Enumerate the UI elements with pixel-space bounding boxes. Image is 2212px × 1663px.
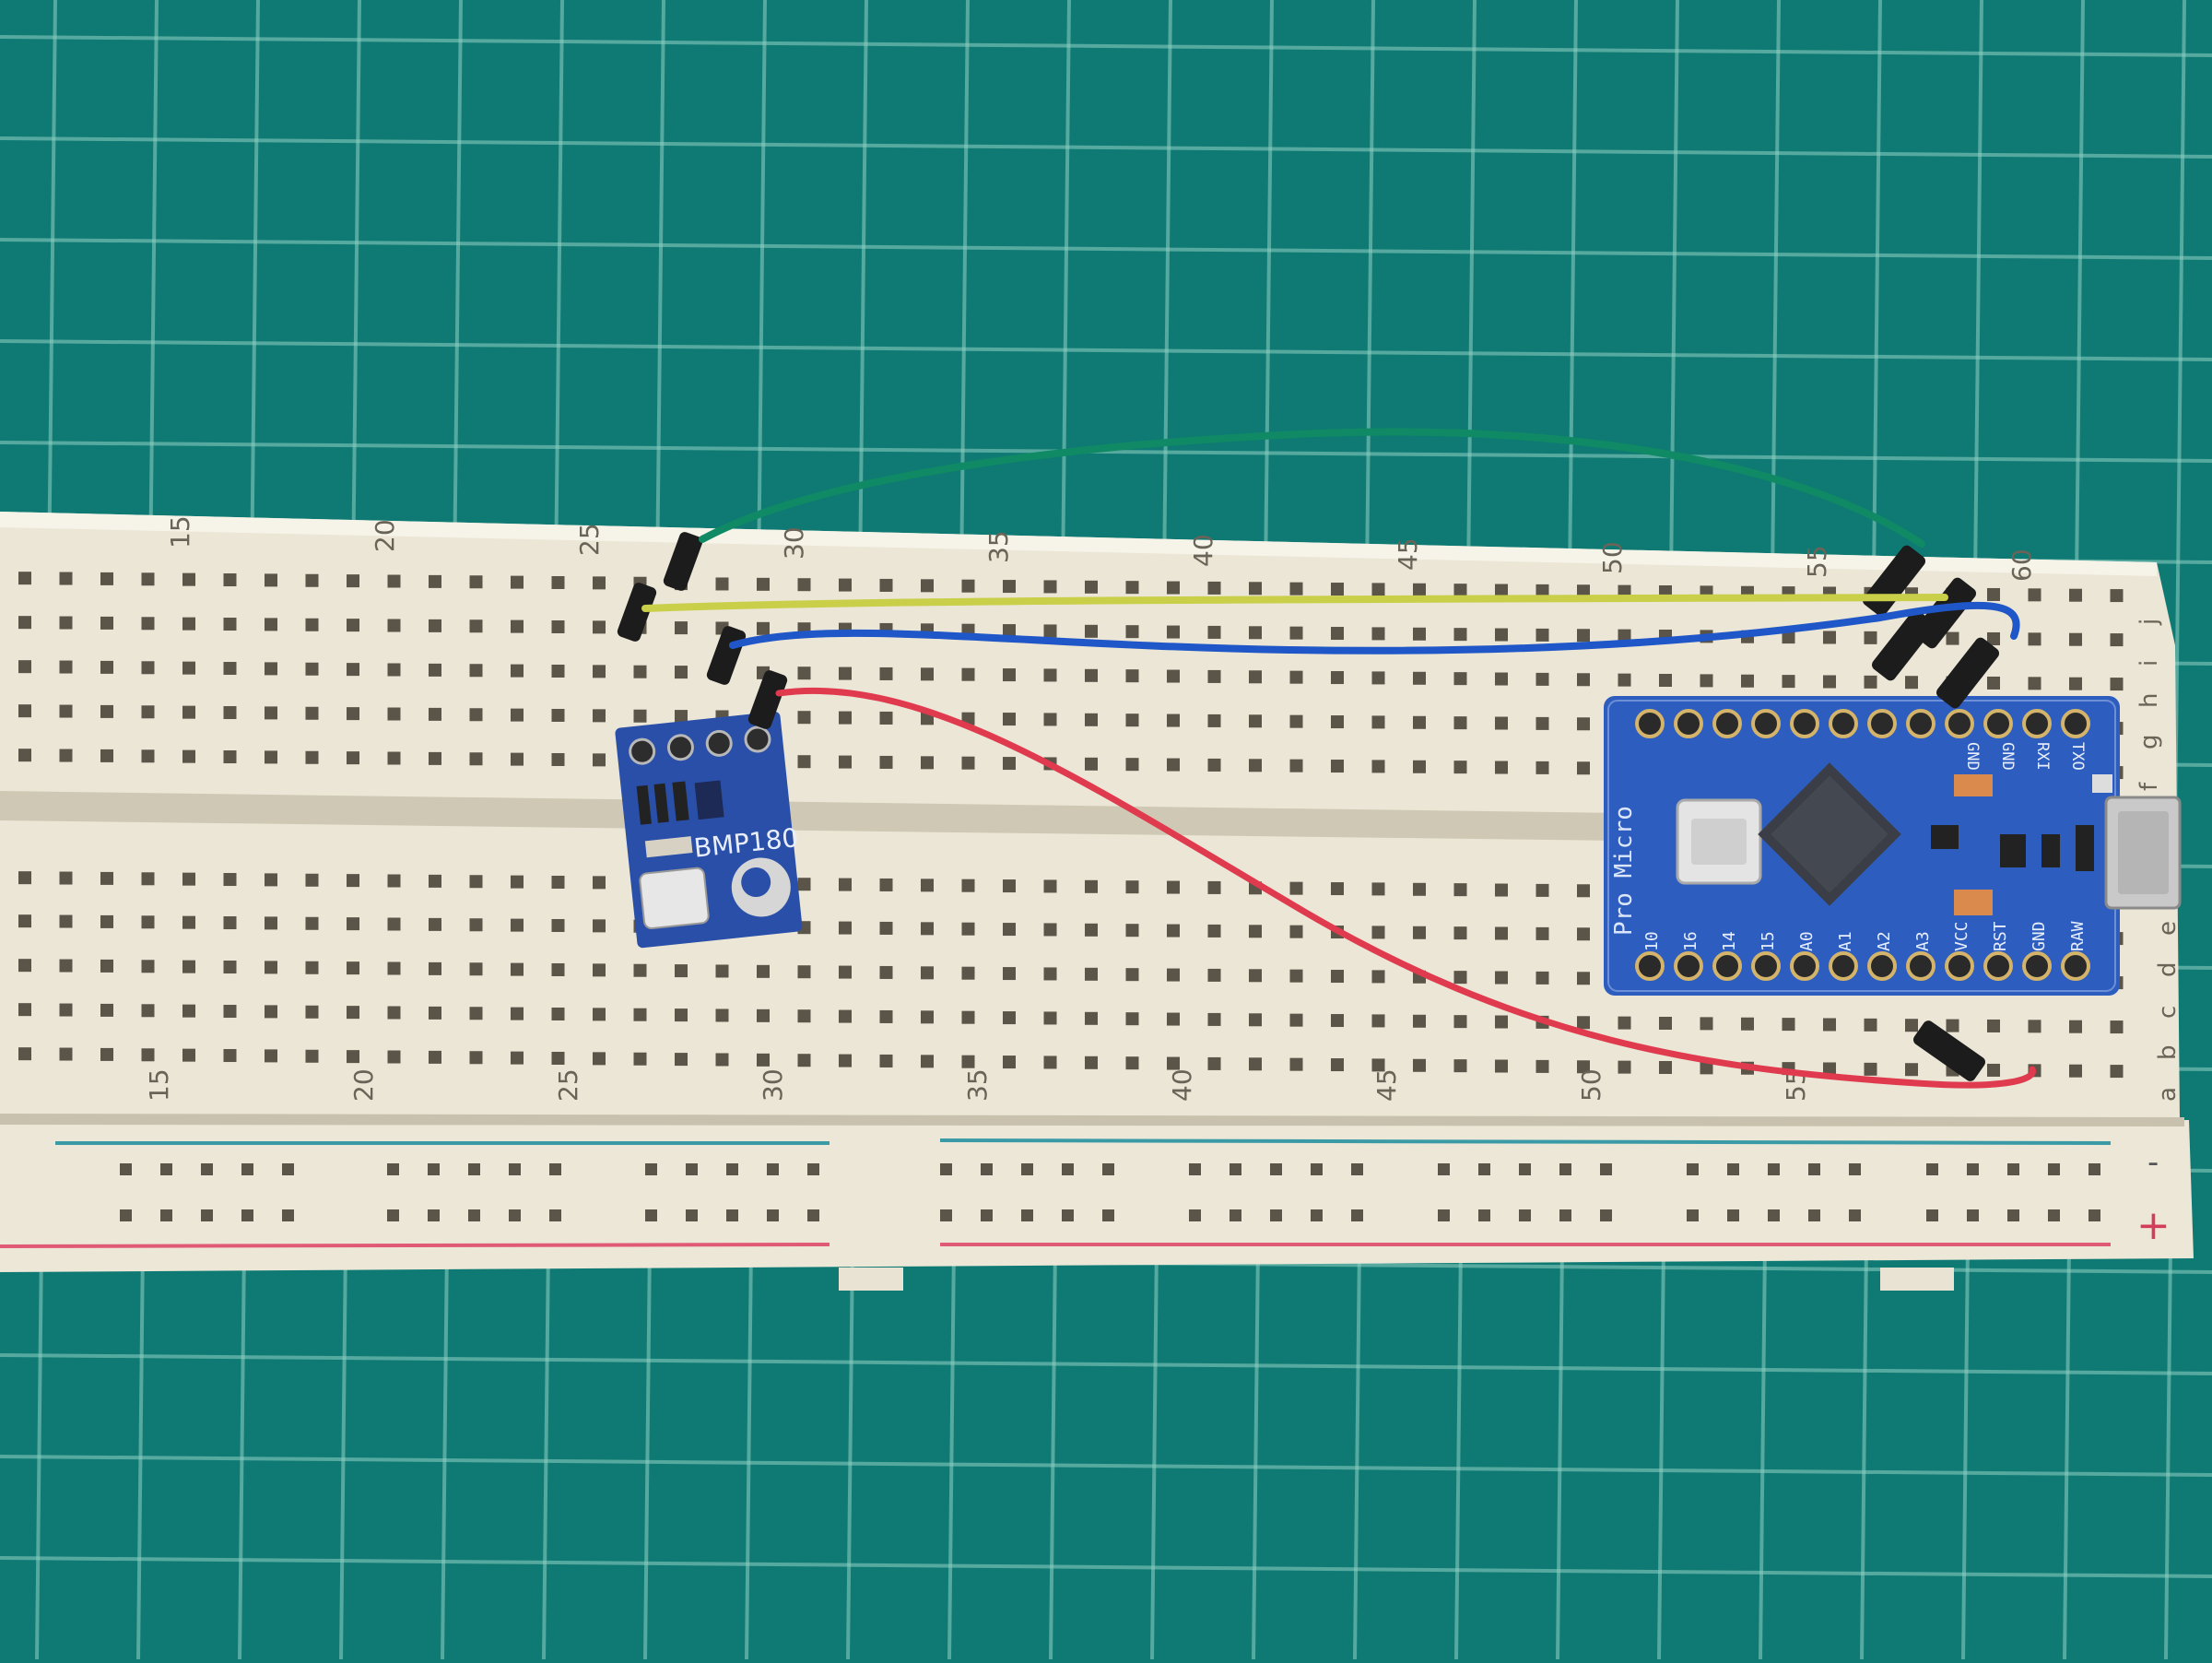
blue-wire	[729, 601, 2020, 655]
column-number: 20	[370, 519, 400, 552]
pin-label: GND	[2030, 921, 2049, 951]
pin	[2061, 951, 2090, 981]
column-number: 15	[165, 515, 195, 548]
column-number: 20	[348, 1068, 379, 1102]
green-wire	[699, 428, 1925, 548]
pin-label: A2	[1875, 931, 1894, 951]
wire-connectors	[617, 532, 2000, 1081]
row-letter: h	[2136, 693, 2163, 708]
pin-label: RAW	[2068, 921, 2088, 951]
pin	[1635, 709, 1665, 738]
breadboard	[0, 512, 2194, 1291]
column-number: 35	[983, 530, 1014, 563]
bmp180-module: BMP180	[615, 711, 803, 949]
pin-label: A0	[1797, 931, 1817, 951]
column-number: 25	[553, 1068, 583, 1102]
pin-label: A1	[1836, 931, 1855, 951]
pin-label: 14	[1720, 931, 1739, 951]
pin	[1906, 951, 1936, 981]
column-number: 45	[1393, 537, 1423, 571]
row-letter: e	[2154, 921, 2182, 936]
row-letter: c	[2154, 1006, 2182, 1019]
row-letter: b	[2154, 1044, 2182, 1060]
pin-label: TXO	[2068, 742, 2087, 771]
column-number: 30	[758, 1068, 788, 1102]
column-number: 50	[1576, 1068, 1606, 1102]
row-letter: j	[2136, 619, 2163, 626]
pro-micro-bottom-labels: 10 16 14 15 A0 A1 A2 A3 VCC RST GND RAW	[1642, 921, 2088, 951]
yellow-wire	[641, 594, 1948, 612]
pin-label: VCC	[1952, 921, 1971, 951]
pin	[1829, 709, 1858, 738]
row-letter: a	[2154, 1087, 2182, 1102]
row-letter: d	[2154, 961, 2182, 977]
pin	[1983, 709, 2013, 738]
pin	[1867, 951, 1897, 981]
pin	[1867, 709, 1897, 738]
column-number: 60	[2006, 548, 2037, 582]
pin	[1945, 709, 1974, 738]
pin	[2022, 709, 2052, 738]
pro-micro-board: Pro Micro GND GND RXI TXO 10 16 14 15 A0 A1 A2 A3 V…	[1604, 696, 2182, 996]
column-number: 55	[1802, 545, 1832, 578]
pin	[1674, 709, 1703, 738]
column-number: 45	[1371, 1068, 1402, 1102]
column-number: 40	[1167, 1068, 1197, 1102]
pro-micro-top-labels: GND GND RXI TXO	[1963, 742, 2087, 771]
pin	[1945, 951, 1974, 981]
pin	[1829, 951, 1858, 981]
microcontroller-chip	[1758, 762, 1901, 906]
power-rail	[0, 1120, 2194, 1272]
pro-micro-top-pins	[1635, 709, 2090, 738]
column-number: 25	[574, 523, 605, 556]
rail-line-plus	[0, 1243, 830, 1248]
pin	[1983, 951, 2013, 981]
column-number: 40	[1188, 534, 1218, 567]
pin	[2022, 951, 2052, 981]
pin-label: 15	[1759, 931, 1778, 951]
row-letter: g	[2136, 734, 2163, 749]
pin	[1635, 951, 1665, 981]
pin	[1906, 709, 1936, 738]
pin	[2061, 709, 2090, 738]
row-letter: f	[2136, 782, 2163, 791]
pin	[1790, 951, 1819, 981]
pin	[1712, 951, 1742, 981]
column-number: 35	[962, 1068, 993, 1102]
pin-label: GND	[1963, 742, 1982, 771]
center-channel	[0, 791, 1622, 841]
column-number: 50	[1597, 541, 1628, 574]
pin-label: RXI	[2033, 742, 2052, 771]
pin	[1751, 951, 1781, 981]
pro-micro-bottom-pins	[1635, 951, 2090, 981]
pin	[1751, 709, 1781, 738]
pro-micro-title: Pro Micro	[1610, 806, 1638, 936]
pin	[1674, 951, 1703, 981]
pin-label: 16	[1681, 931, 1700, 951]
pin-label: GND	[1998, 742, 2017, 771]
red-wire	[775, 687, 2036, 1089]
column-numbers-top: 15 20 25 30 35 40 45 50 55 60	[165, 515, 2037, 582]
pin	[1712, 709, 1742, 738]
rail-plus-label: +	[2136, 1202, 2171, 1249]
column-number: 30	[779, 526, 809, 560]
column-number: 15	[144, 1068, 174, 1102]
pin	[1790, 709, 1819, 738]
pin-label: RST	[1991, 921, 2010, 951]
pin-label: 10	[1642, 931, 1662, 951]
row-letter: i	[2136, 660, 2163, 666]
row-letters: j i h g f e d c b a	[2136, 619, 2182, 1102]
rail-minus-label: -	[2147, 1144, 2159, 1181]
pin-label: A3	[1913, 931, 1933, 951]
